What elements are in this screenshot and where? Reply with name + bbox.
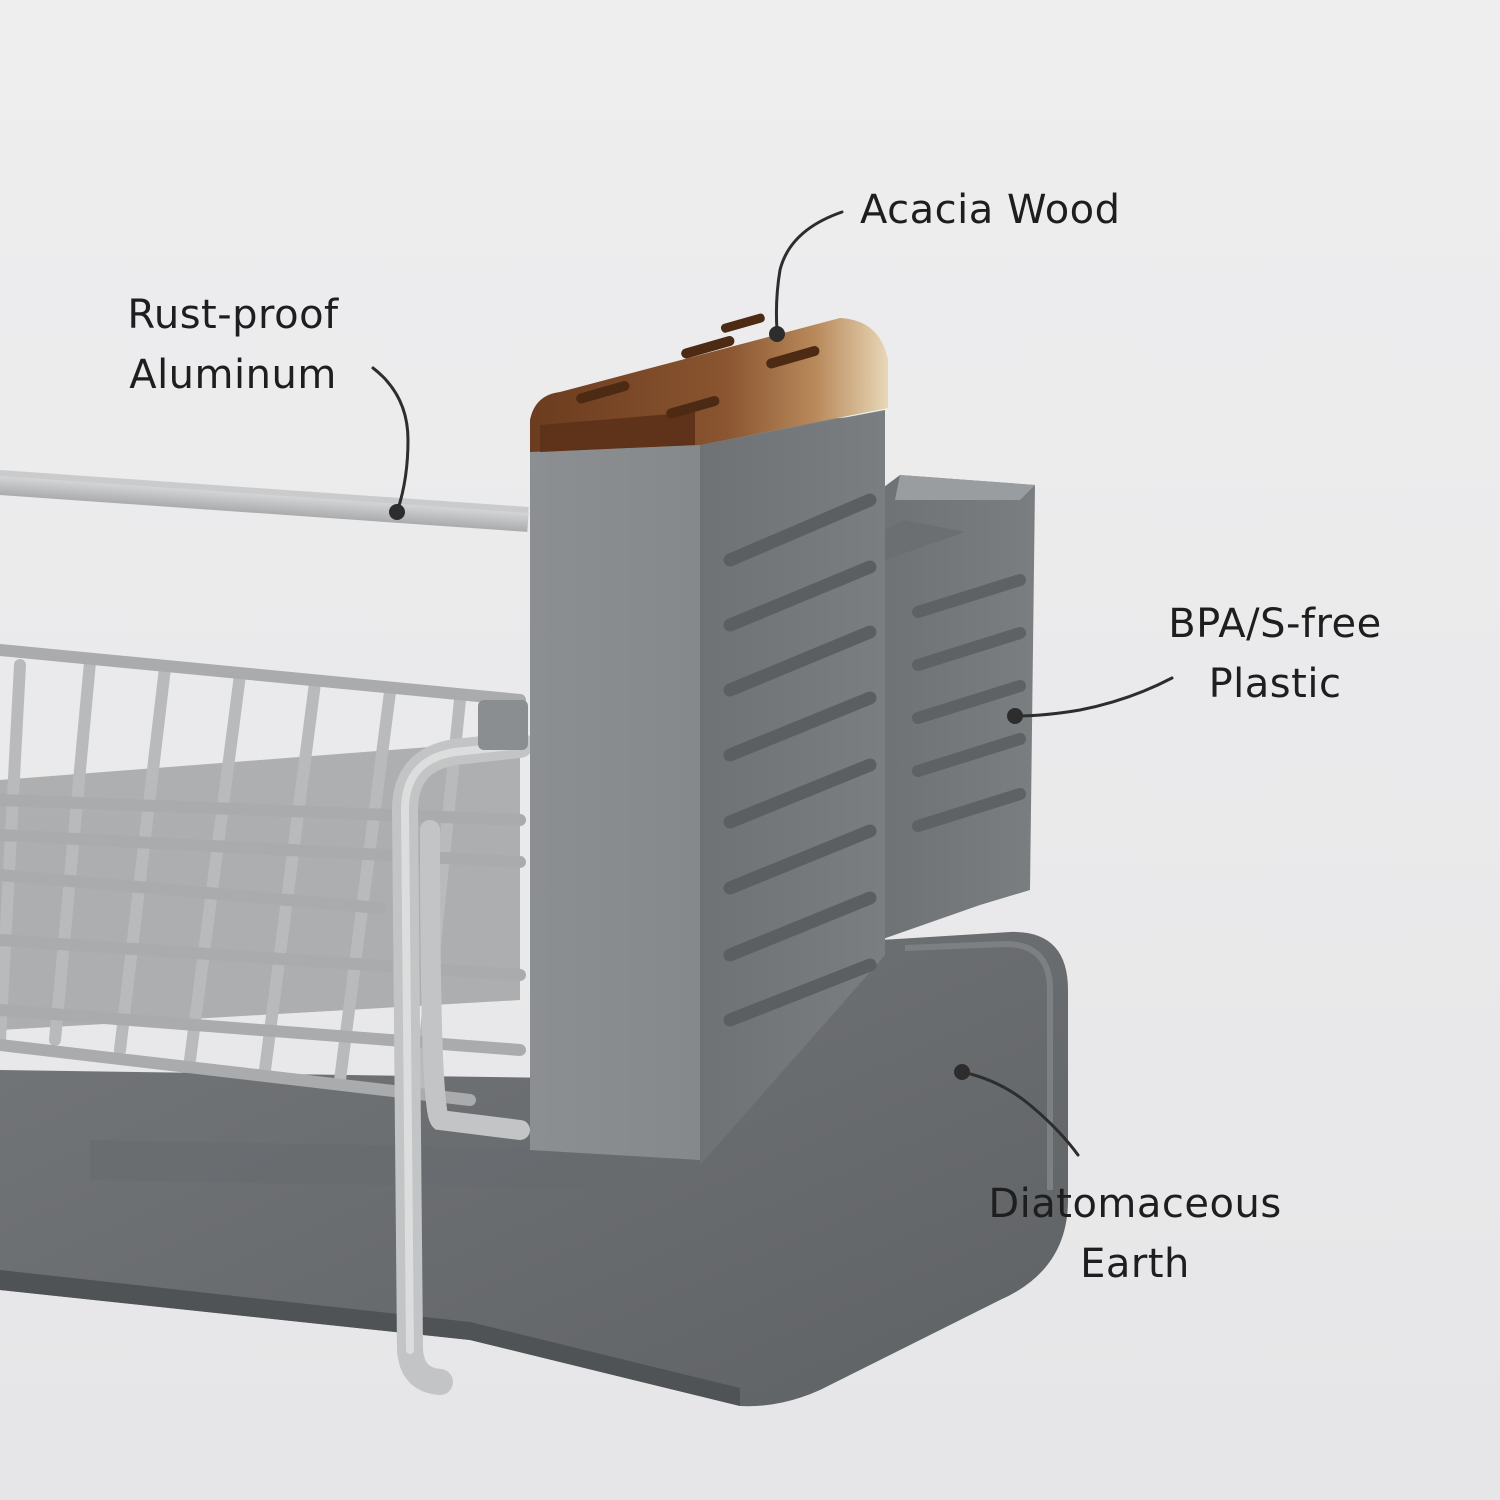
knife-block	[530, 313, 888, 1165]
callout-line: Earth	[1080, 1241, 1190, 1287]
utensil-holder	[880, 475, 1035, 940]
callout-line: Aluminum	[129, 352, 337, 398]
callout-line: BPA/S-free	[1168, 601, 1382, 647]
callout-line: Acacia Wood	[860, 187, 1121, 233]
callout-aluminum: Rust-proof Aluminum	[98, 285, 368, 405]
rack-frame	[0, 470, 533, 1395]
callout-leader-lines	[371, 210, 1174, 1157]
callout-earth: Diatomaceous Earth	[970, 1174, 1300, 1294]
callout-acacia-wood: Acacia Wood	[860, 180, 1121, 240]
callout-dots	[389, 326, 1023, 1080]
callout-line: Plastic	[1208, 661, 1342, 707]
callout-line: Diatomaceous	[988, 1181, 1282, 1227]
callout-plastic: BPA/S-free Plastic	[1140, 594, 1410, 714]
drying-mat	[0, 931, 1068, 1407]
callout-line: Rust-proof	[127, 292, 339, 338]
